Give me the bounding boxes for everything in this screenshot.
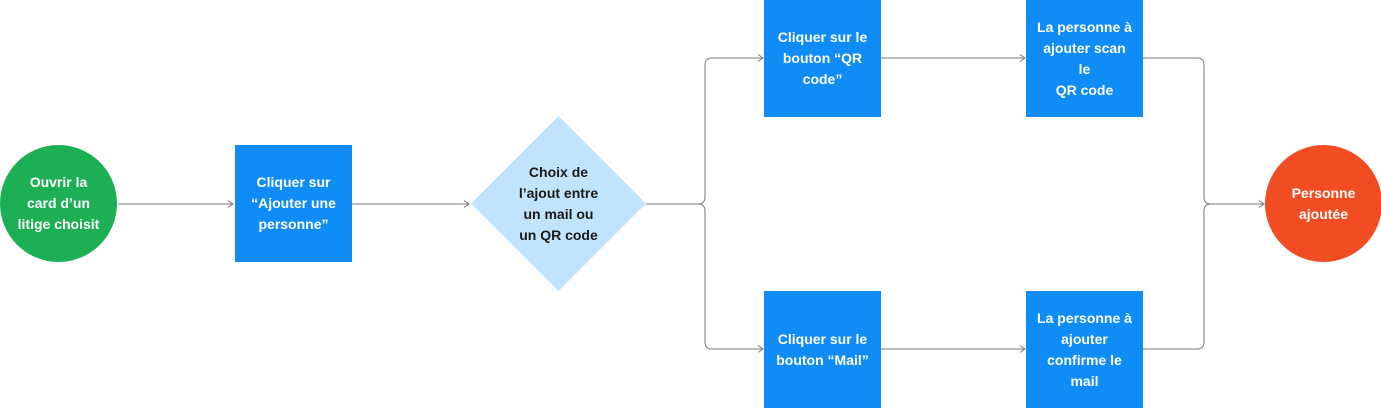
end-node: Personne ajoutée [1265, 145, 1381, 262]
mail-button-node: Cliquer sur le bouton “Mail” [764, 291, 881, 408]
edge-qr-scan-to-end [1143, 57, 1264, 205]
mail-confirm-node: La personne à ajouter confirme le mail [1026, 291, 1143, 408]
arrowhead-choice-to-qr-button [757, 54, 764, 62]
add-person-node: Cliquer sur “Ajouter une personne” [235, 145, 352, 262]
arrowhead-qr-button-to-qr-scan [1019, 54, 1026, 62]
edge-choice-to-qr-button [646, 57, 763, 205]
arrowhead-mail-button-to-mail-confirm [1019, 345, 1026, 353]
add-person-node-label: Cliquer sur “Ajouter une personne” [251, 174, 336, 232]
end-node-label: Personne ajoutée [1291, 184, 1356, 222]
edge-choice-to-mail-button [697, 203, 763, 350]
arrowhead-to-end [1258, 200, 1265, 208]
choice-node-label: Choix de l’ajout entre un mail ou un QR … [518, 163, 599, 243]
mail-confirm-node-label: La personne à ajouter confirme le mail [1037, 309, 1132, 389]
qr-button-node: Cliquer sur le bouton “QR code” [764, 0, 881, 117]
arrowhead-add-person-to-choice [463, 200, 470, 208]
mail-button-node-label: Cliquer sur le bouton “Mail” [776, 330, 869, 368]
qr-button-node-label: Cliquer sur le bouton “QR code” [777, 29, 868, 87]
start-node-label: Ouvrir la card d’un litige choisit [17, 174, 100, 232]
edge-mail-confirm-to-end [1143, 203, 1212, 350]
qr-scan-node: La personne à ajouter scan le QR code [1026, 0, 1143, 117]
arrowhead-start-to-add-person [227, 200, 234, 208]
qr-scan-node-label: La personne à ajouter scan le QR code [1037, 18, 1132, 98]
choice-diamond-shape [471, 116, 646, 291]
start-node: Ouvrir la card d’un litige choisit [0, 145, 117, 262]
arrowhead-choice-to-mail-button [757, 345, 764, 353]
choice-node: Choix de l’ajout entre un mail ou un QR … [471, 116, 646, 291]
